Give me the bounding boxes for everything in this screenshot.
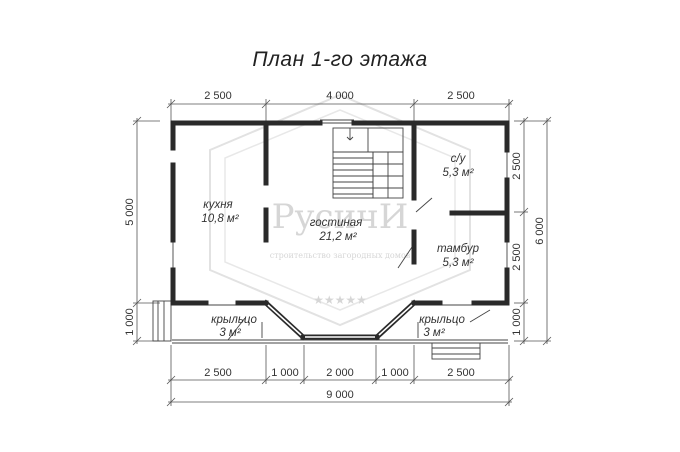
room-bathroom-name: с/у <box>451 153 467 165</box>
room-living-name: гостиная <box>310 217 363 229</box>
room-porch-right-area: 3 м² <box>423 327 445 339</box>
dim-right-3: 1 000 <box>511 308 523 336</box>
watermark-tagline: строительство загородных домов <box>270 251 411 260</box>
room-kitchen-name: кухня <box>203 199 232 211</box>
room-bathroom-area: 5,3 м² <box>443 167 475 179</box>
dim-top-1: 2 500 <box>204 90 232 102</box>
dim-bottom-1: 2 500 <box>204 367 232 379</box>
room-kitchen-area: 10,8 м² <box>201 213 239 225</box>
bay-window-glazing <box>267 304 413 338</box>
dim-top-3: 2 500 <box>447 90 475 102</box>
room-living-area: 21,2 м² <box>318 231 357 243</box>
dim-bottom-2: 1 000 <box>271 367 299 379</box>
dim-right-total: 6 000 <box>534 217 546 245</box>
dim-bottom-4: 1 000 <box>381 367 409 379</box>
dim-bottom-5: 2 500 <box>447 367 475 379</box>
room-vestibule-area: 5,3 м² <box>443 257 475 269</box>
room-porch-right-name: крыльцо <box>419 314 465 326</box>
room-porch-left-name: крыльцо <box>211 314 257 326</box>
plan-title: План 1-го этажа <box>252 48 428 71</box>
dimension-labels: 2 500 4 000 2 500 2 500 1 000 2 000 1 00… <box>124 90 546 401</box>
dim-right-2: 2 500 <box>511 243 523 271</box>
dim-top-2: 4 000 <box>326 90 354 102</box>
dim-bottom-total: 9 000 <box>326 389 354 401</box>
watermark-stars: ★★★★★ <box>313 293 367 307</box>
room-labels: кухня 10,8 м² гостиная 21,2 м² с/у 5,3 м… <box>201 153 479 339</box>
room-porch-left-area: 3 м² <box>219 327 241 339</box>
dimension-lines <box>132 99 552 407</box>
thin-lines <box>152 119 508 360</box>
watermark: РусичИ строительство загородных домов ★★… <box>209 93 471 327</box>
dim-left-2: 1 000 <box>124 308 136 336</box>
dim-bottom-3: 2 000 <box>326 367 354 379</box>
dim-left-1: 5 000 <box>124 198 136 226</box>
room-vestibule-name: тамбур <box>437 243 480 255</box>
dim-right-1: 2 500 <box>511 152 523 180</box>
watermark-brand: РусичИ <box>272 197 409 237</box>
